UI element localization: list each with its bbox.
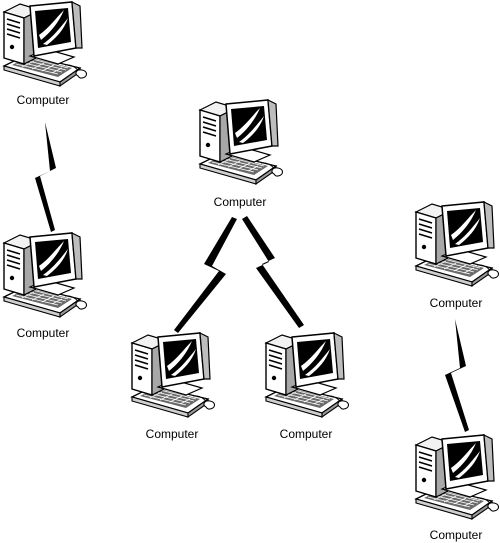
computer-icon bbox=[415, 434, 500, 520]
computer-label: Computer bbox=[17, 326, 70, 340]
computer-icon bbox=[131, 332, 216, 418]
computer-label: Computer bbox=[214, 195, 267, 209]
computer-label: Computer bbox=[430, 296, 483, 310]
computer-node: Computer bbox=[199, 99, 284, 209]
computer-icon bbox=[265, 332, 350, 418]
link-c1-c2 bbox=[35, 122, 56, 232]
link-c3-c5 bbox=[242, 216, 304, 328]
link-c6-c7 bbox=[445, 319, 469, 432]
computer-icon bbox=[3, 232, 88, 318]
computer-icon bbox=[199, 99, 284, 185]
computer-node: Computer bbox=[265, 332, 350, 441]
link-c3-c4 bbox=[174, 217, 237, 333]
computer-icon bbox=[415, 201, 500, 287]
computer-node: Computer bbox=[415, 434, 500, 542]
computer-label: Computer bbox=[430, 528, 483, 542]
computer-label: Computer bbox=[17, 93, 70, 107]
computer-node: Computer bbox=[131, 332, 216, 441]
computer-icon bbox=[3, 1, 88, 87]
computer-node: Computer bbox=[415, 201, 500, 310]
computer-node: Computer bbox=[3, 232, 88, 340]
computer-label: Computer bbox=[280, 427, 333, 441]
computer-label: Computer bbox=[146, 427, 199, 441]
computer-node: Computer bbox=[3, 1, 88, 107]
